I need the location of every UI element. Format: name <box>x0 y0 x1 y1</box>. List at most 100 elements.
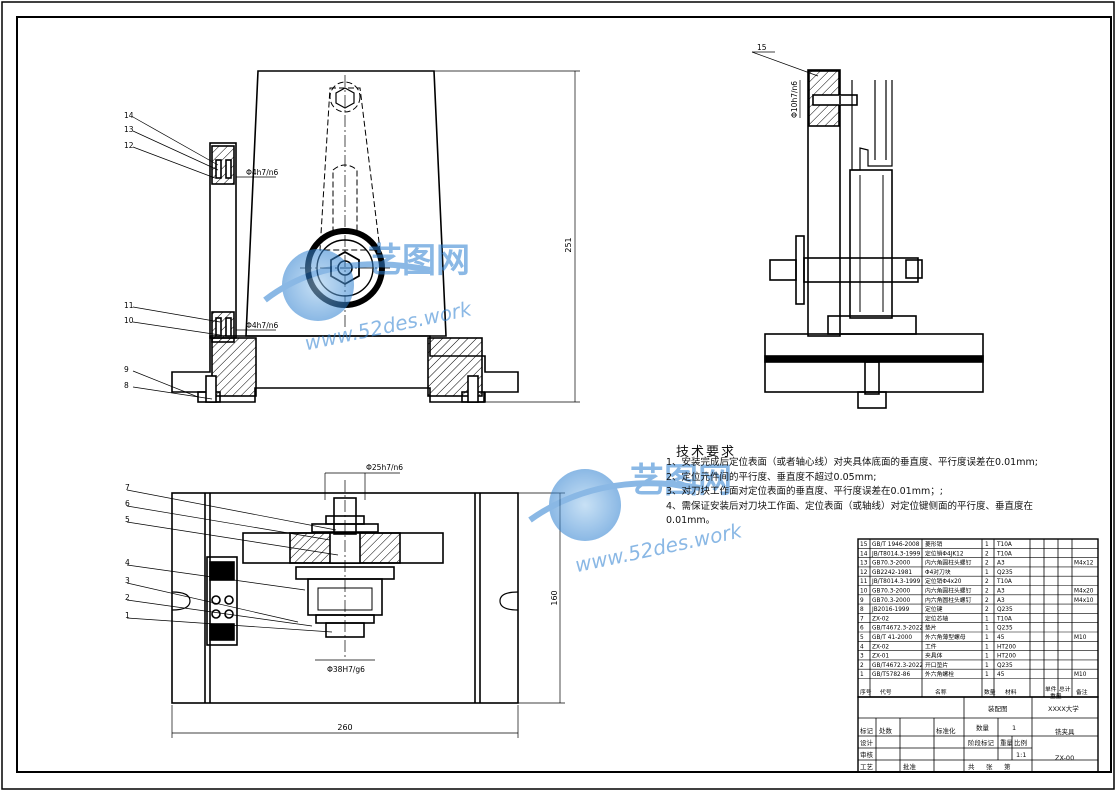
watermark-brand-2: 艺图网 <box>630 461 732 501</box>
dim-251: 251 <box>564 237 573 252</box>
bom-cell-std: JB/T8014.3-1999 <box>871 551 921 557</box>
bom-cell-no: 12 <box>860 570 868 576</box>
tb-approver: 批准 <box>903 762 917 771</box>
bom-cell-no: 6 <box>860 626 864 632</box>
inner-border <box>16 16 1112 773</box>
dim-fit-bottom: Φ38H7/g6 <box>327 665 365 674</box>
bom-cell-name: 外六角薄型螺母 <box>925 633 966 641</box>
balloon-10: 10 <box>124 316 134 325</box>
bom-header-qty: 数量 <box>984 688 996 696</box>
bom-cell-mat: 45 <box>997 672 1005 678</box>
tb-checker: 审核 <box>860 750 874 759</box>
tb-part-name: 铣夹具 <box>1055 727 1075 736</box>
bom-cell-qty: 1 <box>985 616 989 622</box>
balloon-6: 6 <box>125 499 130 508</box>
bom-cell-note: M4x12 <box>1074 561 1094 567</box>
bom-cell-std: ZX-02 <box>872 616 889 622</box>
balloon-5: 5 <box>125 515 130 524</box>
balloon-8: 8 <box>124 381 129 390</box>
bom-cell-mat: Q235 <box>997 607 1013 613</box>
side-view-annot <box>751 51 819 118</box>
tb-sheet-total: 共 <box>968 762 975 771</box>
tb-sheet: 张 <box>986 762 993 771</box>
bom-cell-std: JB2016-1999 <box>871 607 910 613</box>
tb-qty: 1 <box>1012 724 1016 732</box>
bom-cell-name: 定位键 <box>925 605 943 613</box>
top-view-balloon-leaders <box>126 489 339 633</box>
bom-cell-mat: Q235 <box>997 570 1013 576</box>
bom-cell-qty: 1 <box>985 542 989 548</box>
bom-cell-qty: 1 <box>985 635 989 641</box>
bom-cell-no: 4 <box>860 644 864 650</box>
tb-scale: 1:1 <box>1016 751 1026 759</box>
bom-cell-std: GB2242-1981 <box>872 570 912 576</box>
bom-cell-qty: 1 <box>985 644 989 650</box>
bom-cell-name: 定位销Φ4x20 <box>925 577 962 585</box>
bom-cell-note: M4x20 <box>1074 589 1094 595</box>
bom-cell-no: 5 <box>860 635 864 641</box>
dim-260: 260 <box>337 723 352 732</box>
bom-cell-name: 定位芯轴 <box>925 614 948 622</box>
bom-cell-std: GB/T4672.3-2022 <box>872 663 923 669</box>
front-view-balloons <box>132 116 221 400</box>
balloon-9: 9 <box>124 365 129 374</box>
side-view <box>764 69 984 409</box>
bom-cell-name: 内六角圆柱头螺钉 <box>925 596 972 604</box>
dim-160: 160 <box>550 590 559 605</box>
bom-cell-mat: T10A <box>996 551 1012 557</box>
tb-scale-label: 比例 <box>1014 738 1027 747</box>
bom-header-unit: 单件 <box>1045 685 1057 693</box>
tb-zone: 处数 <box>879 726 893 735</box>
watermark-brand-1: 艺图网 <box>368 241 470 281</box>
balloon-11: 11 <box>124 301 134 310</box>
balloon-13: 13 <box>124 125 134 134</box>
balloon-3: 3 <box>125 576 130 585</box>
bom-cell-name: 垫片 <box>925 624 937 632</box>
bom-cell-mat: Q235 <box>997 663 1013 669</box>
tb-sheet-no: 第 <box>1004 762 1011 771</box>
bom-header-std: 代号 <box>880 688 892 696</box>
bom-cell-mat: A3 <box>997 589 1005 595</box>
bom-cell-name: 内六角圆柱头螺钉 <box>925 559 972 567</box>
bom-cell-mat: T10A <box>996 616 1012 622</box>
bom-cell-std: GB70.3-2000 <box>872 598 911 604</box>
bom-cell-mat: A3 <box>997 598 1005 604</box>
bom-header-name: 名称 <box>935 688 947 696</box>
bom-cell-no: 3 <box>860 654 864 660</box>
req-item-4: 4、需保证安装后对刀块工作面、定位表面（或轴线）对定位键侧面的平行度、垂直度在0… <box>666 500 1034 527</box>
bom-cell-name: 外六角螺栓 <box>925 670 954 678</box>
bom-cell-std: ZX-01 <box>872 654 889 660</box>
tb-drawing: 装配图 <box>988 704 1008 713</box>
bom-cell-std: GB70.3-2000 <box>872 589 911 595</box>
bom-cell-qty: 2 <box>985 551 989 557</box>
title-block <box>857 696 1099 773</box>
bom-cell-no: 9 <box>860 598 864 604</box>
bom-cell-qty: 2 <box>985 579 989 585</box>
bom-cell-no: 10 <box>860 589 868 595</box>
bom-cell-no: 1 <box>860 672 864 678</box>
bom-cell-name: 内六角圆柱头螺钉 <box>925 587 972 595</box>
bom-cell-qty: 1 <box>985 672 989 678</box>
bom-cell-no: 8 <box>860 607 864 613</box>
watermark-2: 艺图网 www.52des.work <box>528 461 745 577</box>
bom-table <box>857 538 1099 698</box>
bom-cell-qty: 2 <box>985 607 989 613</box>
dim-fit-top: Φ25h7/n6 <box>366 463 403 472</box>
bom-header-note: 备注 <box>1076 688 1088 696</box>
balloon-1: 1 <box>125 611 130 620</box>
bom-cell-mat: T10A <box>996 579 1012 585</box>
bom-cell-qty: 1 <box>985 570 989 576</box>
bom-cell-note: M4x10 <box>1074 598 1094 604</box>
bom-cell-name: Φ4对刀块 <box>925 568 951 576</box>
bom-cell-no: 11 <box>860 579 868 585</box>
tb-designer: 设计 <box>860 738 874 747</box>
tb-stage-label: 阶段标记 <box>968 738 995 747</box>
tb-process: 工艺 <box>860 763 874 771</box>
dim-fit-11: Φ4h7/n6 <box>246 321 278 330</box>
bom-cell-no: 2 <box>860 663 864 669</box>
balloon-14: 14 <box>124 111 134 120</box>
bom-cell-name: 定位销Φ4JK12 <box>925 549 964 557</box>
